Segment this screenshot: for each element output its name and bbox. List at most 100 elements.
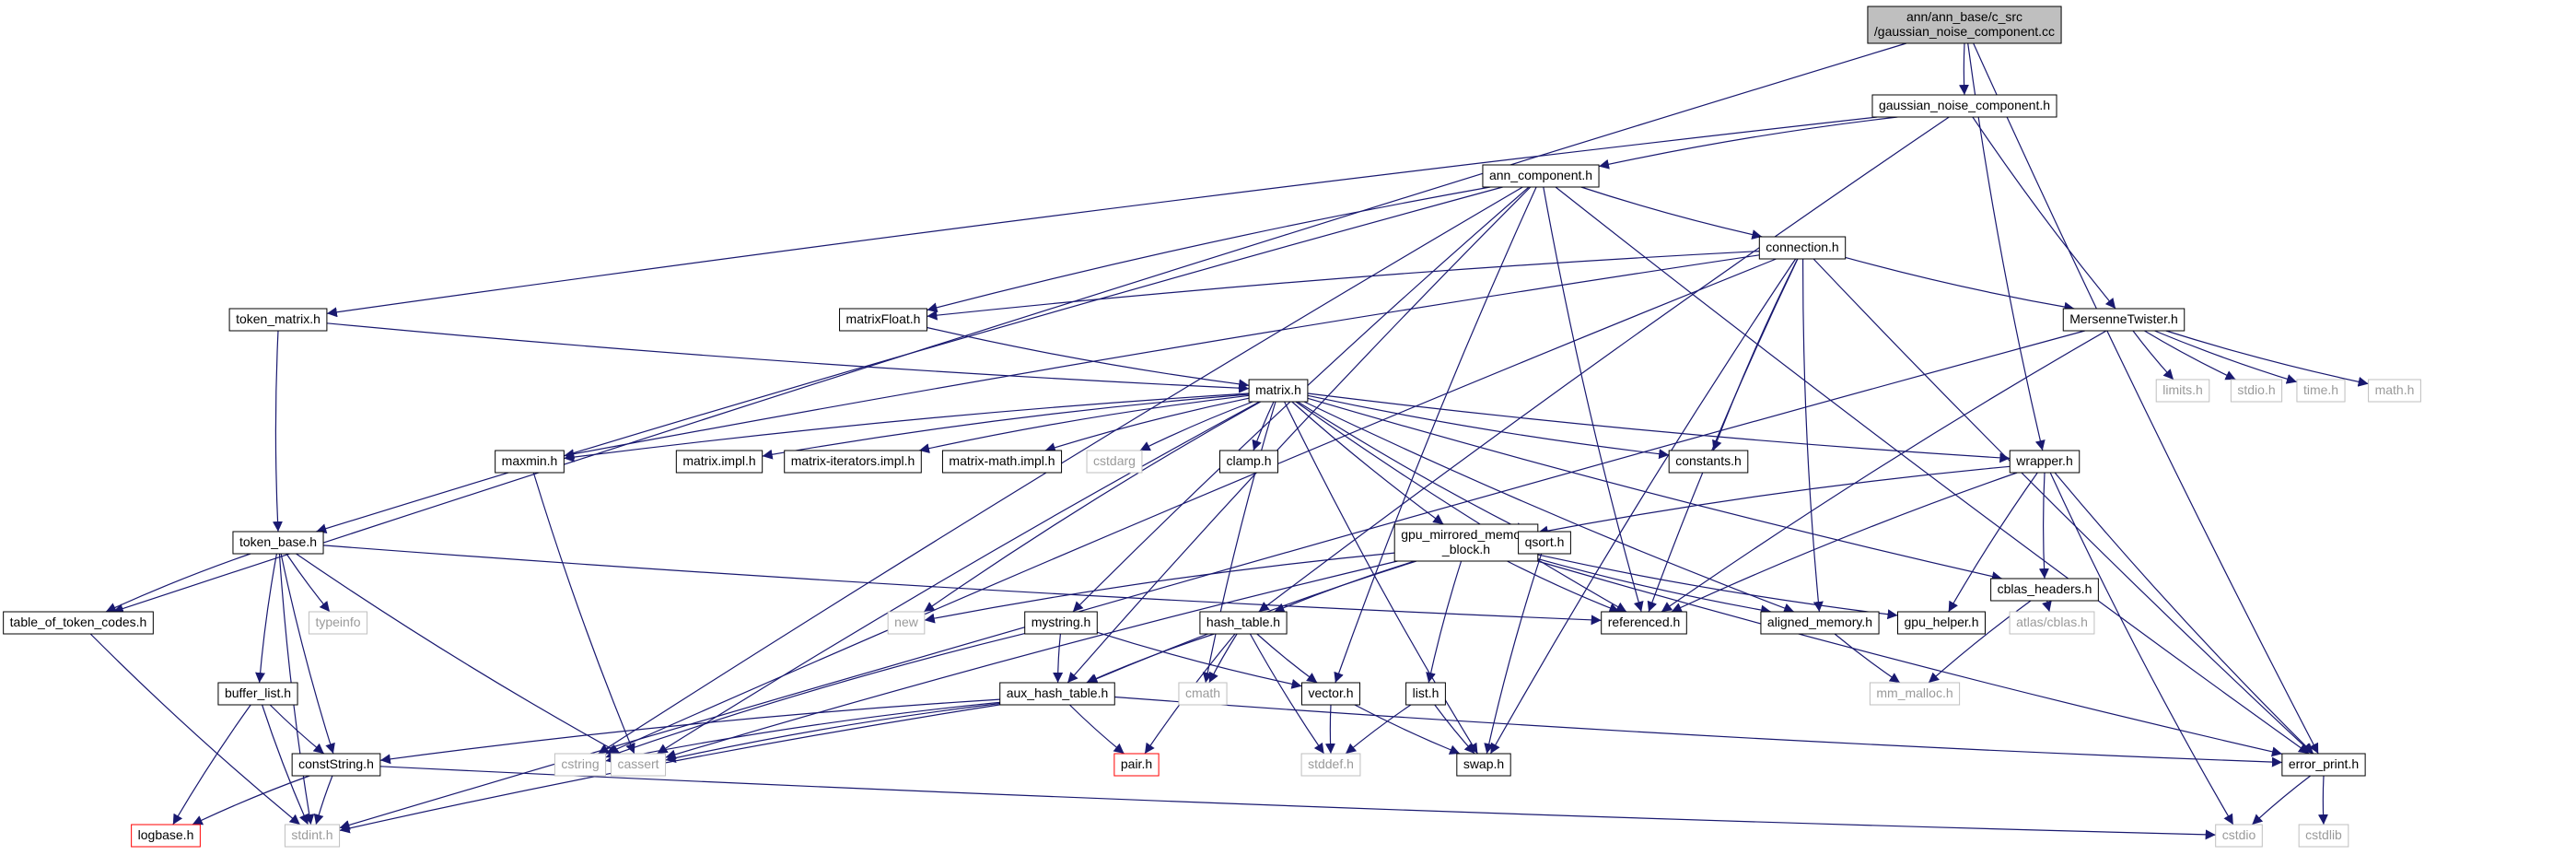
node-wrapper[interactable]: wrapper.h <box>2009 450 2081 474</box>
edge-table_codes-to-stdint <box>89 633 301 826</box>
node-buffer_list[interactable]: buffer_list.h <box>217 682 298 706</box>
edge-connection-to-matrixFloat <box>927 251 1760 321</box>
node-stdint: stdint.h <box>284 824 341 848</box>
node-qsort[interactable]: qsort.h <box>1518 531 1571 555</box>
node-label: gpu_helper.h <box>1905 615 1979 629</box>
node-box <box>131 824 201 848</box>
node-gpu_mirrored[interactable]: gpu_mirrored_memory_block.h <box>1393 523 1539 562</box>
edge-matrix-to-cblas_headers <box>1307 397 2002 581</box>
node-aux_hash[interactable]: aux_hash_table.h <box>999 682 1115 706</box>
node-label: qsort.h <box>1525 534 1565 549</box>
node-label: new <box>894 615 919 629</box>
node-label: limits.h <box>2162 382 2203 397</box>
node-token_base[interactable]: token_base.h <box>232 531 324 555</box>
edge-gnc_h-to-hash_table <box>1258 116 1950 613</box>
edge-connection-to-cstring <box>605 258 1777 755</box>
node-box <box>1113 753 1160 777</box>
node-swap[interactable]: swap.h <box>1456 753 1511 777</box>
node-matrix[interactable]: matrix.h <box>1248 379 1309 403</box>
node-label: token_matrix.h <box>236 311 321 326</box>
node-root[interactable]: ann/ann_base/c_src/gaussian_noise_compon… <box>1867 6 2062 44</box>
node-box <box>291 753 381 777</box>
edge-qsort-to-swap <box>1484 553 1543 755</box>
edge-buffer_list-to-logbase <box>172 704 251 826</box>
node-box <box>2296 379 2346 403</box>
edge-matrix-to-gpu_mirrored <box>1291 401 1444 525</box>
node-conststring[interactable]: constString.h <box>291 753 381 777</box>
edge-connection-to-mersenne <box>1845 256 2075 312</box>
node-box <box>1199 611 1288 635</box>
node-token_matrix[interactable]: token_matrix.h <box>228 308 328 332</box>
node-stddef: stddef.h <box>1300 753 1361 777</box>
edge-matrix-to-qsort <box>1297 401 1526 533</box>
node-label: stdint.h <box>291 827 332 842</box>
node-label: cmath <box>1185 685 1220 700</box>
node-gpu_helper[interactable]: gpu_helper.h <box>1897 611 1986 635</box>
node-box <box>3 611 154 635</box>
node-ann_component[interactable]: ann_component.h <box>1482 164 1600 188</box>
node-box <box>2281 753 2366 777</box>
node-pair[interactable]: pair.h <box>1113 753 1160 777</box>
node-connection[interactable]: connection.h <box>1758 236 1847 260</box>
node-cstdio: cstdio <box>2215 824 2263 848</box>
node-hash_table[interactable]: hash_table.h <box>1199 611 1288 635</box>
node-label: time.h <box>2303 382 2338 397</box>
node-box <box>1086 450 1143 474</box>
node-box <box>2230 379 2283 403</box>
node-mersenne[interactable]: MersenneTwister.h <box>2062 308 2186 332</box>
node-logbase[interactable]: logbase.h <box>131 824 201 848</box>
node-box <box>217 682 298 706</box>
node-aligned_memory[interactable]: aligned_memory.h <box>1760 611 1880 635</box>
node-table_codes[interactable]: table_of_token_codes.h <box>3 611 154 635</box>
node-label: gpu_mirrored_memory <box>1401 527 1532 542</box>
node-label: /gaussian_noise_component.cc <box>1874 24 2055 39</box>
edge-aux_hash-to-cassert <box>665 702 1000 764</box>
node-clamp[interactable]: clamp.h <box>1218 450 1279 474</box>
node-matrixFloat[interactable]: matrixFloat.h <box>839 308 927 332</box>
node-box <box>839 308 927 332</box>
node-box <box>2298 824 2349 848</box>
edge-mersenne-to-referenced <box>1661 330 2107 613</box>
edge-connection-to-aligned_memory <box>1801 258 1824 613</box>
node-label: typeinfo <box>315 615 360 629</box>
node-box <box>675 450 763 474</box>
node-matrix_iter[interactable]: matrix-iterators.impl.h <box>784 450 922 474</box>
node-cassert: cassert <box>610 753 667 777</box>
node-label: swap.h <box>1463 756 1504 771</box>
edge-wrapper-to-referenced <box>1671 472 2018 613</box>
node-label: maxmin.h <box>502 453 558 468</box>
node-box <box>1482 164 1600 188</box>
node-label: mystring.h <box>1032 615 1091 629</box>
node-label: matrix.h <box>1255 382 1301 397</box>
node-matrix_math[interactable]: matrix-math.impl.h <box>941 450 1063 474</box>
node-label: cstdio <box>2222 827 2256 842</box>
node-gnc_h[interactable]: gaussian_noise_component.h <box>1871 94 2057 118</box>
node-matrix_impl[interactable]: matrix.impl.h <box>675 450 763 474</box>
node-label: wrapper.h <box>2015 453 2072 468</box>
edge-gpu_mirrored-to-aligned_memory <box>1537 558 1772 615</box>
node-error_print[interactable]: error_print.h <box>2281 753 2366 777</box>
node-mystring[interactable]: mystring.h <box>1024 611 1098 635</box>
edge-ann_component-to-aux_hash <box>1067 186 1532 684</box>
edge-hash_table-to-cmath <box>1208 633 1238 684</box>
edge-list_h-to-stddef <box>1345 704 1412 755</box>
node-referenced[interactable]: referenced.h <box>1601 611 1687 635</box>
node-label: table_of_token_codes.h <box>10 615 147 629</box>
node-constants[interactable]: constants.h <box>1668 450 1749 474</box>
node-vector_h[interactable]: vector.h <box>1300 682 1361 706</box>
node-maxmin[interactable]: maxmin.h <box>495 450 565 474</box>
edge-mersenne-to-stdio_h <box>2144 330 2236 381</box>
node-cstdarg: cstdarg <box>1086 450 1143 474</box>
edge-aligned_memory-to-mm_malloc <box>1834 633 1901 684</box>
edge-mystring-to-aux_hash <box>1053 633 1064 684</box>
edge-error_print-to-cstdlib <box>2317 775 2328 826</box>
node-label: connection.h <box>1766 240 1838 254</box>
node-box <box>1518 531 1571 555</box>
node-cblas_headers[interactable]: cblas_headers.h <box>1990 578 2099 602</box>
node-box <box>1218 450 1279 474</box>
node-list_h[interactable]: list.h <box>1405 682 1446 706</box>
edge-connection-to-referenced <box>1647 258 1799 613</box>
edge-buffer_list-to-stdint <box>262 704 309 826</box>
node-time_h: time.h <box>2296 379 2346 403</box>
edge-matrix-to-matrix_impl <box>762 393 1250 460</box>
